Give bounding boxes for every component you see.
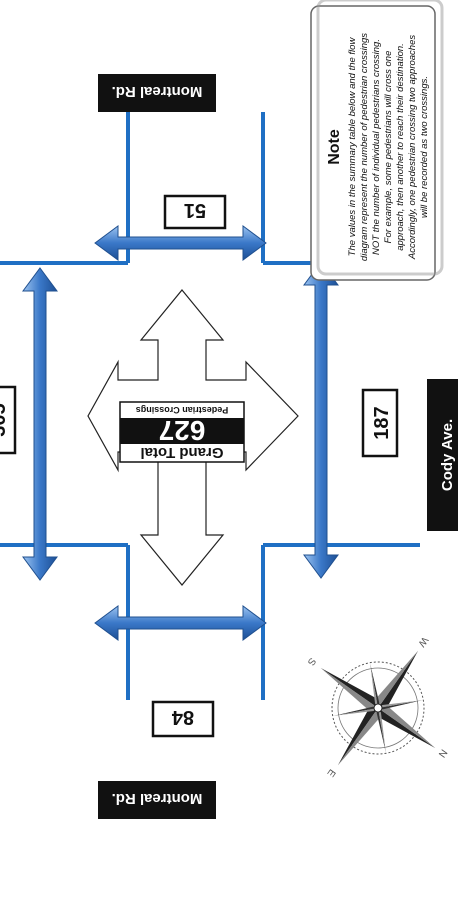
note-line-7: will be recorded as two crossings. (419, 76, 430, 218)
crossing-count-east: 187 (363, 390, 397, 456)
note-line-3: NOT the number of individual pedestrians… (371, 39, 382, 255)
street-label-bottom-text: Montreal Rd. (112, 790, 203, 807)
crossing-count-east-value: 187 (371, 406, 393, 439)
crossing-count-west: 305 (0, 387, 15, 453)
grand-total-block: Grand Total 627 Pedestrian Crossings (120, 402, 244, 462)
crossing-count-south-value: 84 (171, 706, 194, 728)
note-line-4: For example, some pedestrians will cross… (383, 51, 394, 244)
north-crosswalk-arrow (95, 226, 266, 260)
south-crosswalk-arrow (95, 606, 266, 640)
note-line-5: approach, then another to reach their de… (395, 43, 406, 251)
street-label-top-text: Montreal Rd. (112, 83, 203, 100)
east-crosswalk-arrow (304, 262, 338, 578)
street-label-top: Montreal Rd. (98, 74, 216, 112)
street-label-right-text: Cody Ave. (439, 419, 456, 491)
note-line-6: Accordingly, one pedestrian crossing two… (407, 35, 418, 261)
compass-rose-icon: N E S W (259, 589, 458, 825)
compass-letter-n: N (436, 747, 449, 759)
west-crosswalk-arrow (23, 268, 57, 580)
note-line-1: The values in the summary table below an… (347, 37, 358, 257)
compass-letter-s: S (305, 655, 318, 667)
crossing-count-south: 84 (153, 702, 213, 736)
street-label-right: Cody Ave. (427, 379, 458, 531)
note-box: Note The values in the summary table bel… (311, 0, 442, 280)
grand-total-caption: Pedestrian Crossings (136, 405, 229, 415)
grand-total-value: 627 (159, 415, 206, 446)
note-line-2: diagram represent the number of pedestri… (359, 33, 370, 261)
crossing-count-north: 51 (165, 196, 225, 228)
note-title: Note (326, 129, 343, 165)
crossing-count-north-value: 51 (184, 199, 206, 221)
compass-letter-e: E (324, 767, 337, 779)
compass-letter-w: W (415, 635, 430, 650)
street-label-bottom: Montreal Rd. (98, 781, 216, 819)
crossing-count-west-value: 305 (0, 403, 10, 436)
